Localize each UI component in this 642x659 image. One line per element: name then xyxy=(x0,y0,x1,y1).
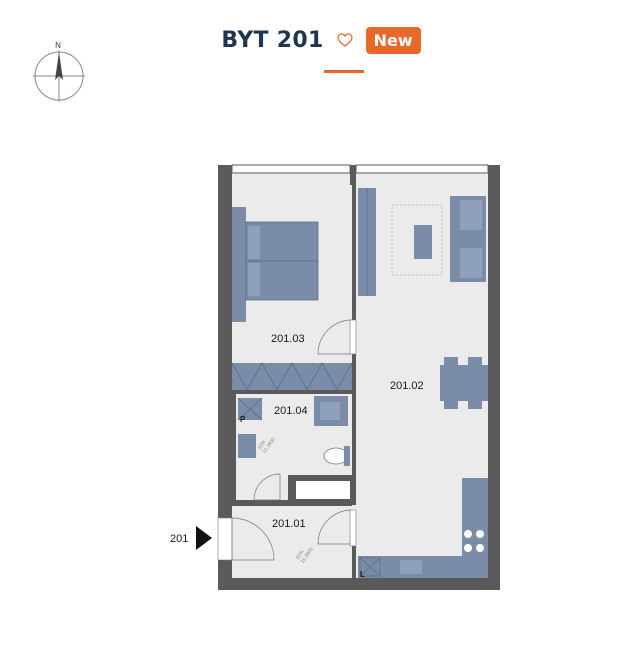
entrance-arrow-icon xyxy=(196,526,212,550)
room-label-201-03: 201.03 xyxy=(271,333,305,345)
compass-north-label: N xyxy=(55,41,61,50)
kitchen-counter xyxy=(358,478,488,578)
marker-p: P xyxy=(240,415,246,424)
room-label-201-01: 201.01 xyxy=(272,518,306,530)
marker-l: L xyxy=(360,570,365,579)
room-label-201-02: 201.02 xyxy=(390,380,424,392)
listing-header: BYT 201 New xyxy=(0,22,642,58)
dining-table xyxy=(440,357,488,409)
wardrobe-furniture xyxy=(231,362,353,391)
bathroom-fixtures xyxy=(237,396,350,466)
dim-bath-1: SDK xyxy=(257,439,268,451)
entrance-label: 201 xyxy=(170,533,188,545)
sofa-furniture xyxy=(391,196,486,282)
new-badge: New xyxy=(365,26,421,54)
title-underline xyxy=(324,70,364,73)
dim-hall-1: SDK xyxy=(295,549,306,561)
favorite-heart-icon[interactable] xyxy=(336,31,354,49)
room-label-201-04: 201.04 xyxy=(274,405,308,417)
page-title: BYT 201 xyxy=(221,27,324,53)
north-arrow-icon: N xyxy=(33,41,85,102)
floor-plan: 201 201.03 201.02 201.04 201.01 P L SDK … xyxy=(170,164,500,590)
bed-furniture xyxy=(232,207,319,322)
